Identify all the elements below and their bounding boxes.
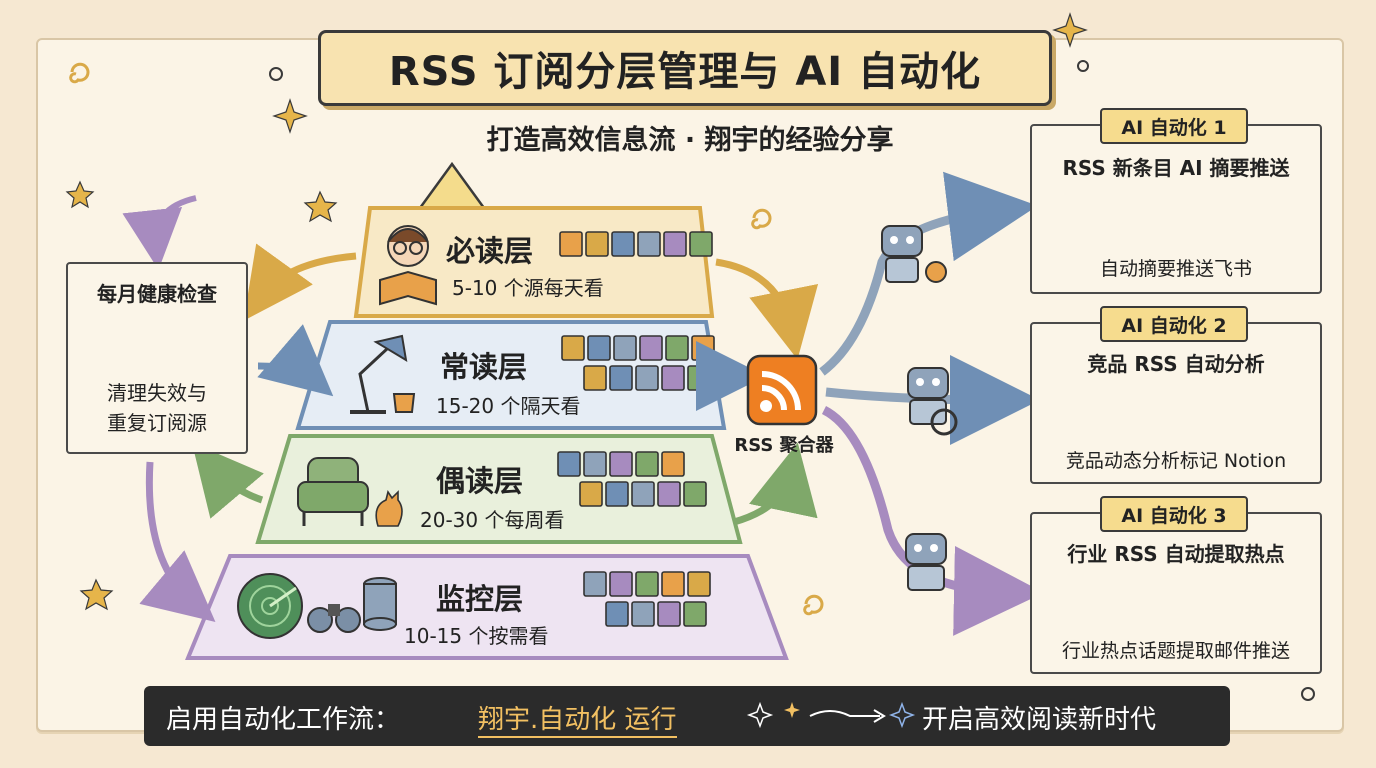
sparkle-arrow-icon — [746, 701, 916, 729]
book-icon — [605, 481, 629, 507]
book-icons-occasional — [557, 451, 707, 507]
bottom-highlight: 翔宇.自动化 运行 — [478, 699, 677, 738]
book-icon — [635, 451, 659, 477]
layer-name-occasional: 偶读层 — [436, 464, 524, 498]
arrow-agg-to-auto1 — [819, 171, 1038, 376]
arrow-health-to-regular — [257, 324, 334, 397]
book-icon — [583, 451, 607, 477]
book-icon — [559, 231, 583, 257]
arrow-mustread-to-health — [243, 243, 357, 321]
book-icon — [557, 451, 581, 477]
automation-heading-1: RSS 新条目 AI 摘要推送 — [1062, 156, 1290, 180]
health-check-desc-line1: 清理失效与 — [107, 381, 207, 405]
automation-badge-2: AI 自动化 2 — [1100, 306, 1248, 342]
bottom-suffix: 开启高效阅读新时代 — [922, 705, 1157, 735]
book-icon — [609, 451, 633, 477]
book-icon — [605, 601, 629, 627]
arrow-occasional-to-aggregator — [733, 442, 818, 526]
rss-aggregator-icon — [746, 354, 818, 426]
bottom-bar — [144, 686, 1230, 746]
pyramid-apex — [417, 161, 487, 210]
book-icon — [609, 571, 633, 597]
book-icon — [613, 335, 637, 361]
book-icons-monitor — [583, 571, 711, 627]
layer-name-regular: 常读层 — [440, 350, 528, 384]
aggregator-label: RSS 聚合器 — [734, 435, 834, 456]
arrow-occasional-to-health — [191, 442, 264, 519]
book-icon — [631, 481, 655, 507]
book-icon — [657, 481, 681, 507]
book-icon — [635, 365, 659, 391]
arrow-mustread-to-aggregator — [715, 258, 819, 360]
automation-footer-2: 竞品动态分析标记 Notion — [1065, 450, 1287, 472]
book-icons-must-read — [559, 231, 713, 257]
decorative-swirls — [69, 62, 824, 616]
arrow-health-to-monitor — [139, 461, 216, 623]
layer-name-must-read: 必读层 — [446, 234, 534, 268]
book-icon — [637, 231, 661, 257]
page-title: RSS 订阅分层管理与 AI 自动化 — [388, 49, 982, 95]
layer-desc-occasional: 20-30 个每周看 — [420, 508, 565, 532]
title-box: RSS 订阅分层管理与 AI 自动化 — [318, 30, 1052, 106]
arrow-agg-to-auto2 — [825, 354, 1040, 445]
layer-desc-monitor: 10-15 个按需看 — [404, 624, 549, 648]
book-icon — [661, 365, 685, 391]
layer-desc-regular: 15-20 个隔天看 — [436, 394, 581, 418]
desk-lamp-icon — [350, 334, 416, 414]
book-icon — [691, 335, 715, 361]
automation-heading-3: 行业 RSS 自动提取热点 — [1067, 542, 1285, 566]
book-icon — [661, 571, 685, 597]
robot-icon-2 — [907, 367, 958, 436]
book-icon — [583, 571, 607, 597]
decorative-circles — [269, 60, 1315, 701]
automation-card-2: 竞品 RSS 自动分析 竞品动态分析标记 Notion — [1030, 322, 1322, 484]
arrow-top-curve — [122, 195, 197, 270]
book-icon — [561, 335, 585, 361]
health-check-desc-line2: 重复订阅源 — [107, 411, 207, 435]
armchair-icon — [297, 457, 403, 527]
automation-footer-1: 自动摘要推送飞书 — [1099, 258, 1252, 280]
book-icon — [639, 335, 663, 361]
automation-badge-1: AI 自动化 1 — [1100, 108, 1248, 144]
book-icon — [609, 365, 633, 391]
book-icon — [663, 231, 687, 257]
book-icon — [657, 601, 681, 627]
robot-icon-3 — [905, 533, 947, 591]
automation-heading-2: 竞品 RSS 自动分析 — [1087, 352, 1265, 376]
health-check-desc: 清理失效与 重复订阅源 — [68, 378, 246, 438]
radar-icon — [237, 573, 397, 639]
automation-card-3: 行业 RSS 自动提取热点 行业热点话题提取邮件推送 — [1030, 512, 1322, 674]
book-icon — [635, 571, 659, 597]
bottom-prefix: 启用自动化工作流： — [166, 705, 401, 735]
book-icon — [631, 601, 655, 627]
page-subtitle: 打造高效信息流 · 翔宇的经验分享 — [486, 125, 894, 156]
book-icon — [585, 231, 609, 257]
decorative-stars — [65, 12, 1088, 611]
book-icon — [587, 335, 611, 361]
book-icon — [665, 335, 689, 361]
layer-name-monitor: 监控层 — [436, 582, 524, 616]
book-icon — [611, 231, 635, 257]
robot-icon-1 — [881, 225, 947, 283]
reading-person-icon — [379, 225, 437, 306]
arrow-agg-to-auto3 — [821, 405, 1044, 636]
health-check-title: 每月健康检查 — [97, 282, 217, 306]
automation-badge-3: AI 自动化 3 — [1100, 496, 1248, 532]
book-icon — [687, 571, 711, 597]
book-icon — [583, 365, 607, 391]
automation-footer-3: 行业热点话题提取邮件推送 — [1061, 640, 1290, 662]
book-icon — [687, 365, 711, 391]
book-icon — [661, 451, 685, 477]
automation-card-1: RSS 新条目 AI 摘要推送 自动摘要推送飞书 — [1030, 124, 1322, 294]
book-icon — [683, 601, 707, 627]
book-icon — [689, 231, 713, 257]
health-check-box: 每月健康检查 清理失效与 重复订阅源 — [66, 262, 248, 454]
book-icon — [579, 481, 603, 507]
layer-desc-must-read: 5-10 个源每天看 — [452, 276, 604, 300]
book-icon — [683, 481, 707, 507]
